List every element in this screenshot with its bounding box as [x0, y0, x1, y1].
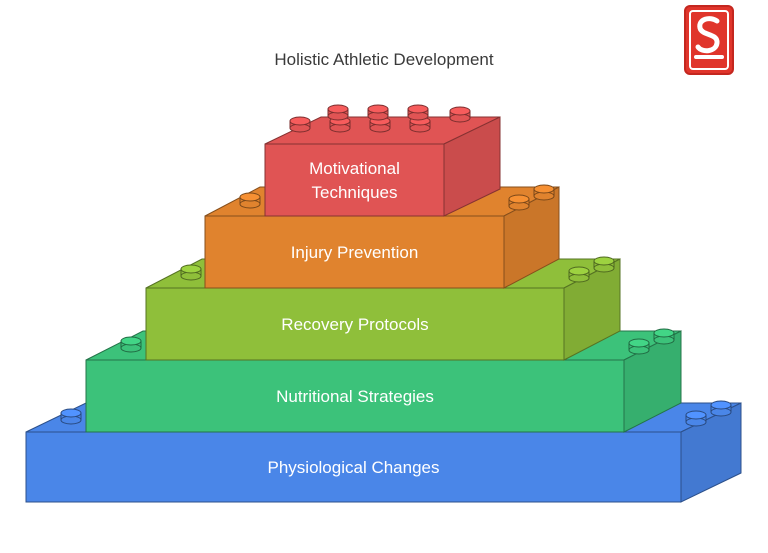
block-label-recovery: Recovery Protocols — [281, 315, 428, 334]
block-label-injury: Injury Prevention — [291, 243, 419, 262]
logo-icon — [684, 5, 734, 75]
diagram-title: Holistic Athletic Development — [274, 50, 494, 69]
block-label-nutritional: Nutritional Strategies — [276, 387, 434, 406]
block-label-physiological: Physiological Changes — [268, 458, 440, 477]
